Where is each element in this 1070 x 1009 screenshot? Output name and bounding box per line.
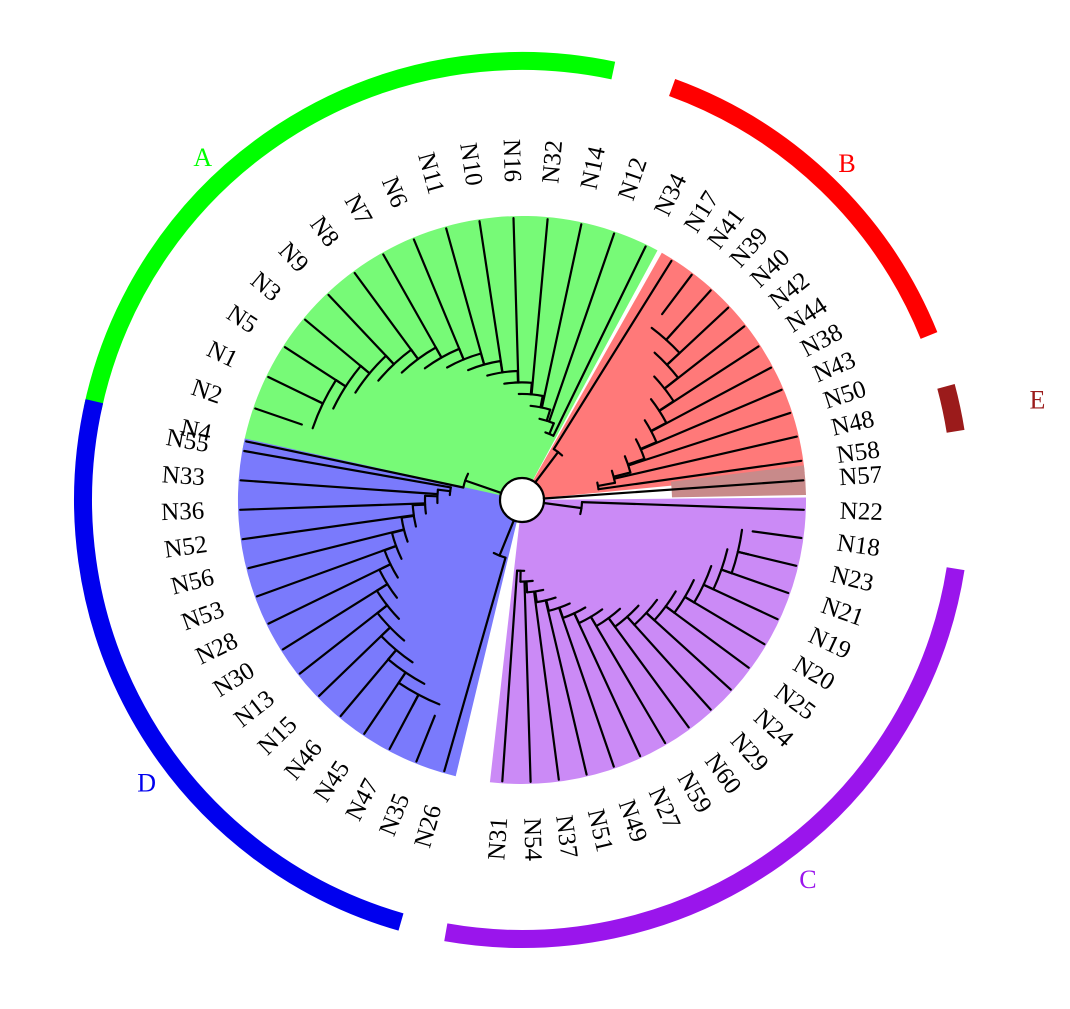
leaf-label-n7: N7: [339, 190, 378, 230]
leaf-label-n9: N9: [273, 237, 314, 278]
leaf-label-n1: N1: [203, 336, 242, 374]
cluster-letter-d: D: [137, 768, 156, 797]
leaf-label-n36: N36: [161, 498, 205, 526]
leaf-label-n37: N37: [550, 814, 582, 860]
leaf-label-n11: N11: [412, 149, 449, 197]
leaf-label-n12: N12: [613, 154, 653, 204]
cluster-arcs: [83, 61, 956, 939]
clade-stem: [531, 383, 532, 395]
leaf-label-n5: N5: [222, 300, 262, 339]
leaf-label-n8: N8: [304, 211, 344, 252]
leaf-label-n14: N14: [576, 144, 612, 192]
leaf-label-n22: N22: [839, 498, 883, 526]
leaf-label-n26: N26: [409, 802, 447, 851]
leaf-label-n2: N2: [188, 374, 226, 409]
leaf-label-n6: N6: [376, 173, 413, 212]
cluster-letter-a: A: [193, 143, 212, 172]
cluster-letter-e: E: [1029, 385, 1045, 414]
clade-stem: [438, 490, 450, 492]
leaf-label-n57: N57: [838, 461, 883, 491]
clade-stem: [413, 505, 425, 506]
leaf-label-n32: N32: [537, 139, 568, 184]
leaf-label-n53: N53: [178, 596, 228, 636]
leaf-label-n52: N52: [163, 531, 209, 564]
leaf-label-n3: N3: [245, 267, 286, 307]
leaf-label-n23: N23: [828, 561, 876, 597]
leaf-branch: [791, 480, 803, 481]
leaf-label-n56: N56: [168, 564, 216, 601]
leaf-label-n54: N54: [518, 817, 546, 861]
cluster-wedges: [238, 216, 806, 784]
leaf-label-n49: N49: [613, 796, 653, 846]
leaf-label-n35: N35: [374, 790, 415, 840]
cluster-letter-c: C: [799, 865, 816, 894]
cluster-letter-b: B: [838, 149, 855, 178]
leaf-label-n18: N18: [835, 530, 881, 563]
leaf-label-n10: N10: [454, 141, 487, 188]
clade-stem: [425, 496, 437, 497]
leaf-label-n31: N31: [483, 816, 513, 861]
leaf-label-n16: N16: [498, 139, 526, 183]
leaf-label-n51: N51: [582, 806, 618, 854]
clade-stem: [527, 582, 528, 593]
cluster-arc-e: [946, 386, 956, 431]
root-ring: [500, 478, 544, 522]
leaf-label-n33: N33: [161, 461, 206, 491]
